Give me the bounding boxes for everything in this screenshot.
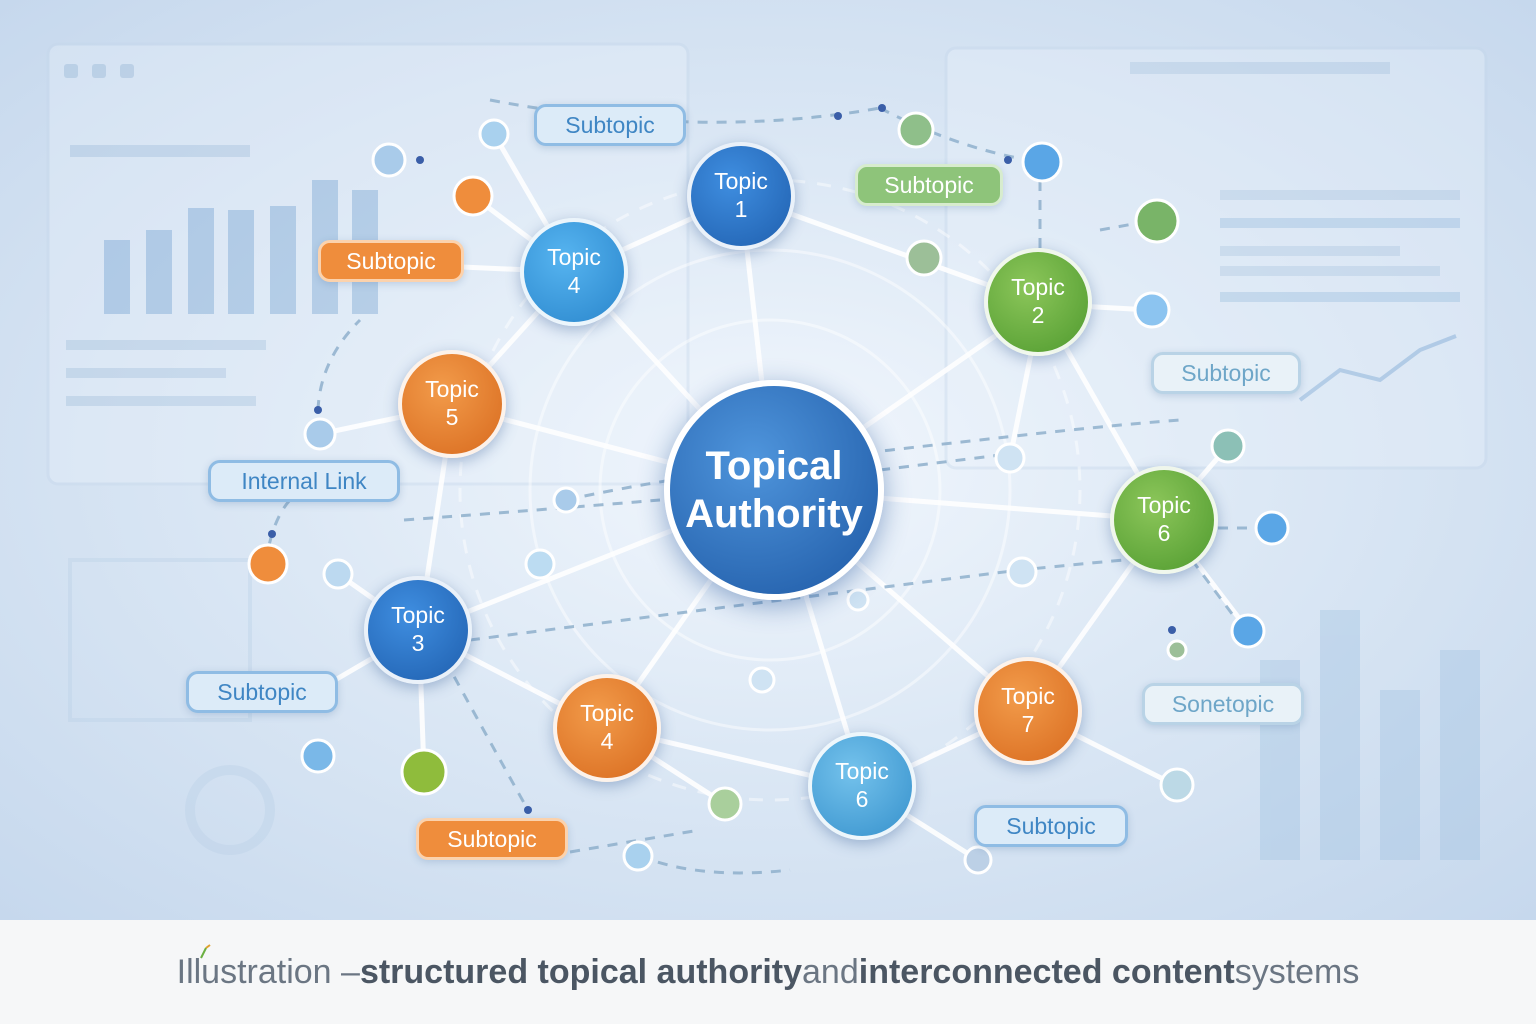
topic-word: Topic xyxy=(391,602,445,629)
subtopic-label: Subtopic xyxy=(974,805,1128,847)
caption-bold-1: structured topical authority xyxy=(359,952,803,991)
topic-4-lower-node: Topic 4 xyxy=(553,674,661,782)
hub-label-line2: Authority xyxy=(685,492,863,536)
topic-word: Topic xyxy=(425,376,479,403)
subtopic-label: Subtopic xyxy=(534,104,686,146)
topic-number: 1 xyxy=(734,196,748,222)
internal-link-label: Internal Link xyxy=(208,460,400,502)
topical-authority-hub: Topical Authority xyxy=(664,380,884,600)
subtopic-label: Subtopic xyxy=(855,164,1003,206)
topic-6-bottom-node: Topic 6 xyxy=(808,732,916,840)
subtopic-label: Subtopic xyxy=(186,671,338,713)
topic-number: 4 xyxy=(600,728,614,754)
caption-end: systems xyxy=(1234,952,1360,991)
dashboard-backdrop xyxy=(46,42,1488,860)
topic-number: 4 xyxy=(567,272,581,298)
subtopic-label: Subtopic xyxy=(318,240,464,282)
subtopic-label: Subtopic xyxy=(1151,352,1301,394)
illustration-canvas: Topical Authority Topic 1 Topic 4 Topic … xyxy=(0,0,1536,920)
topic-number: 7 xyxy=(1021,711,1035,737)
sparkle-icon xyxy=(200,944,211,959)
topic-word: Topic xyxy=(1011,274,1065,301)
topic-number: 3 xyxy=(411,630,425,656)
subtopic-label: Subtopic xyxy=(416,818,568,860)
topic-5-node: Topic 5 xyxy=(398,350,506,458)
topic-number: 5 xyxy=(445,404,459,430)
topic-number: 6 xyxy=(855,786,869,812)
topic-7-node: Topic 7 xyxy=(974,657,1082,765)
topic-word: Topic xyxy=(714,168,768,195)
topic-number: 2 xyxy=(1031,302,1045,328)
topic-4-upper-node: Topic 4 xyxy=(520,218,628,326)
topic-6-right-node: Topic 6 xyxy=(1110,466,1218,574)
topic-number: 6 xyxy=(1157,520,1171,546)
topic-1-node: Topic 1 xyxy=(687,142,795,250)
topic-word: Topic xyxy=(547,244,601,271)
hub-label-line1: Topical xyxy=(705,444,843,488)
subtopic-label: Sonetopic xyxy=(1142,683,1304,725)
topic-word: Topic xyxy=(1137,492,1191,519)
topic-3-node: Topic 3 xyxy=(364,576,472,684)
caption: Illustration – structured topical author… xyxy=(0,920,1536,1024)
topic-word: Topic xyxy=(580,700,634,727)
topic-2-node: Topic 2 xyxy=(984,248,1092,356)
topic-word: Topic xyxy=(1001,683,1055,710)
topic-word: Topic xyxy=(835,758,889,785)
caption-mid: and xyxy=(802,952,859,991)
caption-intro: Illustration – xyxy=(176,952,360,991)
caption-bold-2: interconnected content xyxy=(858,952,1235,991)
